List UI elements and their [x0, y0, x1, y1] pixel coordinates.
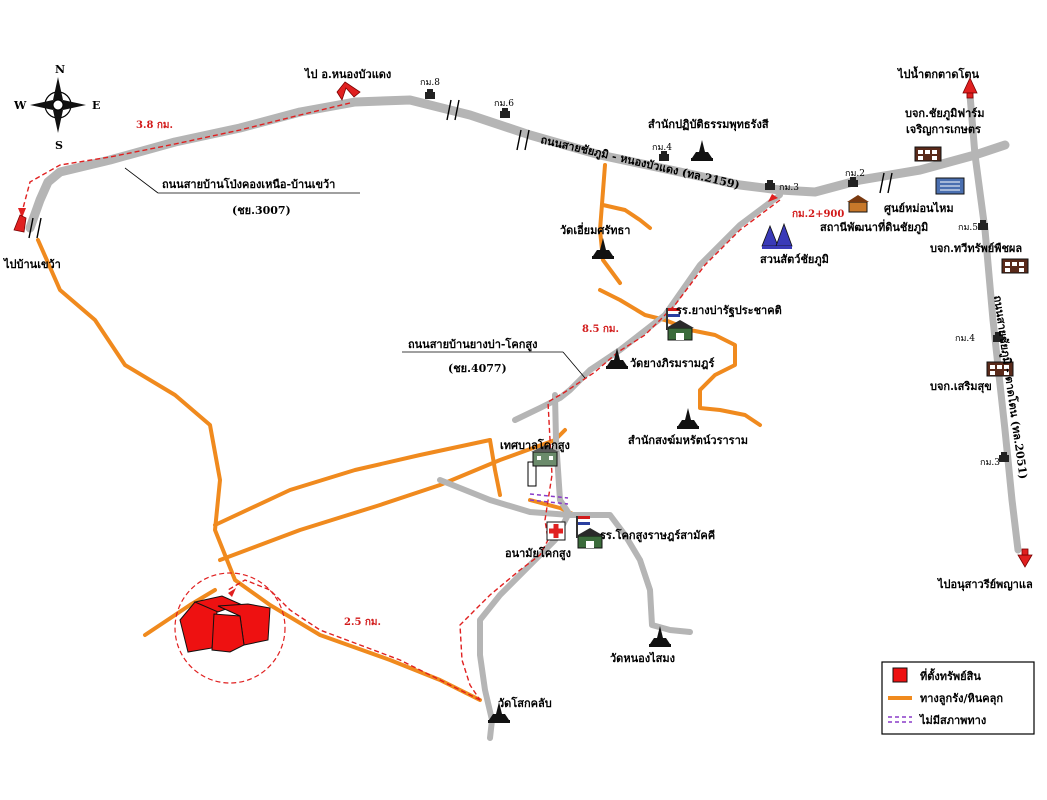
temple-icon: [691, 140, 713, 161]
km-post-icon: [500, 108, 510, 118]
label-dhamma-center: สำนักปฏิบัติธรรมพุทธรังสี: [648, 118, 769, 132]
label-wat-yang: วัดยางภิรมรามฎร์: [630, 357, 714, 370]
label-mon-kai: ศูนย์หม่อนไหม: [884, 201, 954, 216]
tessaban-building-icon: [531, 445, 559, 467]
label-road-2159: ถนนสายชัยภูมิ - หนองบัวแดง (ทล.2159): [539, 133, 741, 193]
legend-track-label: ทางลูกรัง/หินคลุก: [920, 692, 1003, 706]
place-labels: ไป อ.หนองบัวแดง ไปบ้านเขว้า ไปน้ำตกตาดโต…: [2, 66, 1033, 710]
direction-arrows: [13, 77, 1033, 568]
property-parcels: [179, 595, 271, 653]
label-to-nong-bua-daeng: ไป อ.หนองบัวแดง: [303, 67, 391, 81]
compass-s: S: [55, 139, 63, 152]
label-road-3007: ถนนสายบ้านโป่งคองเหนือ-บ้านเขว้า: [162, 177, 335, 191]
label-distance-8-5: 8.5 กม.: [582, 324, 619, 335]
label-anamai: อนามัยโคกสูง: [505, 546, 571, 561]
label-samnak-song: สำนักสงฆ์มหรัตน์วราราม: [628, 434, 748, 447]
km3-label: กม.3: [779, 183, 799, 193]
label-to-monument: ไปอนุสาวรีย์พญาแล: [936, 577, 1033, 592]
label-wat-khok: วัดโสกคลับ: [498, 696, 552, 710]
route-dashed: [21, 102, 781, 701]
km8-label: กม.8: [420, 78, 440, 88]
label-school-yangba: รร.ยางบ่ารัฐประชาคติ: [676, 304, 782, 318]
label-to-ban-khwao: ไปบ้านเขว้า: [2, 257, 61, 271]
temple-icon: [592, 238, 614, 259]
legend-property-label: ที่ตั้งทรัพย์สิน: [920, 668, 981, 683]
label-serm-suk: บจก.เสริมสุข: [930, 380, 992, 394]
label-farm: บจก.ชัยภูมิฟาร์ม: [905, 107, 984, 121]
label-zoo: สวนสัตว์ชัยภูมิ: [760, 253, 829, 267]
label-school-khoksung: รร.โคกสูงราษฎร์สามัคคี: [600, 528, 715, 543]
legend-no-road-label: ไม่มีสภาพทาง: [918, 713, 986, 727]
thawisap-building-icon: [1001, 258, 1029, 274]
km-posts: กม.8 กม.6 กม.4 กม.3 กม.2 กม.5 กม.4 กม.3: [420, 78, 1009, 468]
hospital-cross-icon: [546, 521, 566, 541]
label-wat-nong: วัดหนองไสมง: [610, 651, 675, 665]
km-post-icon: [765, 180, 775, 190]
farm-building-icon: [914, 146, 942, 162]
km6-label: กม.6: [494, 99, 514, 109]
km-post-icon: [425, 89, 435, 99]
arrow-to-ban-khwao: [13, 214, 27, 233]
km2-label: กม.2: [845, 169, 865, 179]
label-road-4077-code: (ชย.4077): [448, 362, 507, 375]
label-km-2-900: กม.2+900: [792, 209, 844, 220]
km4-label: กม.4: [652, 143, 672, 153]
soil-station-icon: [847, 195, 869, 213]
landmark-icons: [531, 146, 1029, 549]
label-wat-eiam: วัดเอี่ยมศรัทธา: [560, 222, 630, 237]
compass-w: W: [13, 99, 27, 112]
route-arrows: [18, 194, 778, 597]
label-road-3007-code: (ชย.3007): [232, 204, 291, 217]
arrow-to-nong-bua-daeng: [336, 81, 361, 101]
compass-n: N: [55, 63, 65, 76]
main-roads: [25, 91, 1022, 741]
km3b-label: กม.3: [980, 458, 1000, 468]
label-thawisap: บจก.ทวีทรัพย์พืชผล: [930, 242, 1022, 255]
temple-icon: [677, 408, 699, 429]
label-distance-3-8: 3.8 กม.: [136, 120, 173, 131]
map-legend: ที่ตั้งทรัพย์สิน ทางลูกรัง/หินคลุก ไม่มี…: [881, 661, 1035, 735]
label-distance-2-5: 2.5 กม.: [344, 617, 381, 628]
label-charoen: เจริญการเกษตร: [906, 123, 981, 136]
zoo-icon: [761, 222, 793, 249]
legend-property-swatch: [892, 667, 908, 683]
no-road-segment: [527, 461, 569, 505]
label-soil-station: สถานีพัฒนาที่ดินชัยภูมิ: [820, 219, 928, 235]
km4b-label: กม.4: [955, 334, 975, 344]
compass-rose: N S E W: [13, 63, 100, 152]
label-road-4077: ถนนสายบ้านยางบ่า-โคกสูง: [408, 337, 537, 352]
label-to-nam-tok: ไปน้ำตกตาดโตน: [896, 66, 980, 81]
mon-kai-building-icon: [935, 177, 965, 195]
label-tessaban: เทศบาลโคกสูง: [500, 438, 570, 453]
km5-label: กม.5: [958, 223, 978, 233]
compass-e: E: [92, 99, 100, 112]
arrow-to-monument: [1017, 554, 1033, 568]
